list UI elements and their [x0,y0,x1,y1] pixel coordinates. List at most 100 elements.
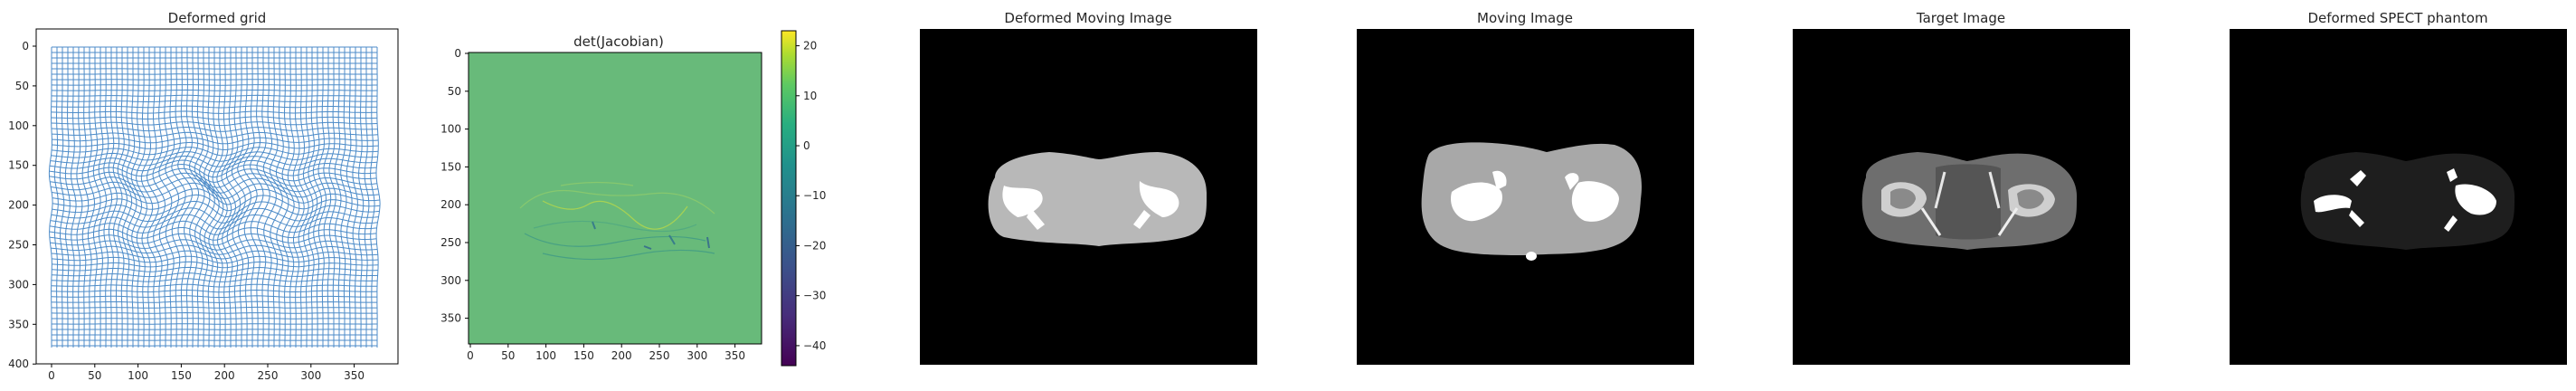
grid-line [183,47,200,348]
grid-line [112,47,123,348]
grid-line [370,47,375,348]
grid-line [49,159,377,173]
colorbar-tick-label: 10 [803,90,817,102]
grid-line [375,47,381,348]
grid-line [308,47,318,348]
grid-line [340,47,347,348]
grid-line [103,47,113,348]
y-tick-label: 350 [8,318,29,330]
colorbar-tick-label: −10 [803,189,826,202]
y-tick-label: 300 [8,278,29,291]
grid-line [237,47,252,348]
grid-line [51,207,379,224]
grid-line [50,239,377,251]
grid-line [281,47,295,348]
jacobian-colorbar [781,30,797,367]
grid-line [52,194,381,212]
grid-line [51,176,379,194]
grid-line [177,47,194,348]
grid-line [298,47,309,348]
grid-line [52,200,380,218]
colorbar-tick-label: 0 [803,139,810,152]
x-tick-label: 50 [501,349,515,362]
grid-line [269,47,283,348]
grid-line [52,137,379,145]
deformed-moving-title: Deformed Moving Image [1004,10,1171,26]
grid-line [292,47,305,348]
grid-line [194,47,211,348]
y-tick-label: 250 [440,236,461,249]
grid-line [52,147,379,157]
grid-line [53,47,59,348]
y-tick-label: 150 [8,159,29,172]
grid-line [52,261,379,269]
grid-line [212,47,228,348]
grid-line [51,100,377,103]
grid-line [51,151,378,162]
grid-line [48,47,53,348]
grid-line [81,47,90,348]
grid-line [51,110,377,114]
grid-line [242,47,258,348]
grid-line [216,47,232,348]
grid-line [51,244,378,255]
grid-line [51,278,378,282]
grid-line [51,295,377,298]
y-tick-label: 150 [440,160,461,173]
grid-line [92,47,101,348]
grid-line [221,47,237,348]
grid-line [87,47,96,348]
deformed-moving-panel: Deformed Moving Image [920,10,1257,365]
grid-line [334,47,342,348]
grid-line [98,47,108,348]
y-tick-label: 200 [8,199,29,212]
x-tick-label: 200 [214,369,235,382]
y-tick-label: 250 [8,239,29,252]
grid-line [317,47,327,348]
grid-line [165,47,180,348]
grid-line [204,47,220,348]
y-tick-label: 100 [440,123,461,136]
x-tick-label: 300 [300,369,321,382]
grid-line [49,220,377,235]
y-tick-label: 0 [454,47,461,60]
grid-line [52,272,378,278]
x-tick-label: 250 [258,369,279,382]
y-tick-label: 400 [8,358,29,370]
grid-line [50,214,378,230]
target-body [1861,152,2078,250]
grid-line [262,47,277,348]
x-tick-label: 0 [48,369,55,382]
grid-line [51,121,378,127]
grid-line [51,283,377,288]
grid-line [51,105,377,109]
jacobian-detail [519,181,715,261]
grid-line [117,47,128,348]
grid-line [287,47,300,348]
x-tick-label: 100 [128,369,148,382]
y-tick-label: 0 [22,40,29,52]
target-panel: Target Image [1793,10,2130,365]
grid-line [52,255,379,264]
grid-line [130,47,143,348]
grid-line [136,47,147,348]
deformed-moving-body [988,152,1208,246]
grid-line [140,47,154,348]
colorbar-tick-label: −40 [803,339,826,352]
y-tick-label: 200 [440,198,461,211]
x-tick-label: 150 [171,369,192,382]
deformed-grid-title: Deformed grid [168,10,267,26]
grid-line [51,94,377,97]
grid-line [188,47,205,348]
x-tick-label: 350 [344,369,365,382]
grid-line [108,47,118,348]
moving-title: Moving Image [1477,10,1573,26]
